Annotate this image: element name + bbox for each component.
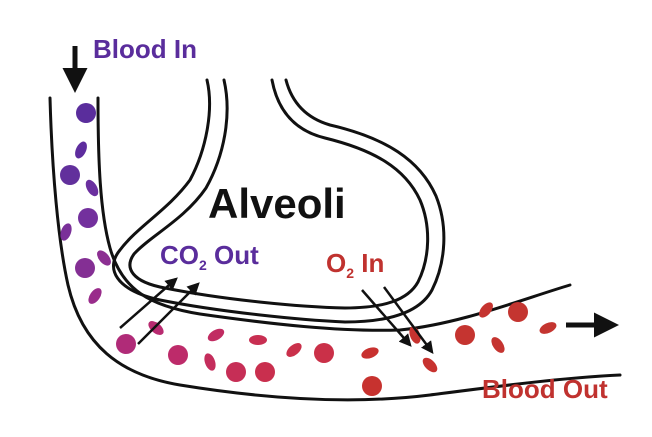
blood-cell <box>148 321 164 335</box>
blood-cell <box>116 334 136 354</box>
blood-cell <box>88 288 102 304</box>
label-o2-main: O <box>326 248 346 278</box>
blood-cell <box>479 302 493 318</box>
label-alveoli: Alveoli <box>208 180 346 227</box>
blood-cell <box>422 357 438 373</box>
capillary-walls <box>48 96 622 402</box>
labels: Blood In Alveoli CO2 Out O2 In Blood Out <box>93 34 608 404</box>
label-blood-in: Blood In <box>93 34 197 64</box>
label-o2-rest: In <box>354 248 384 278</box>
blood-cell <box>314 343 334 363</box>
blood-cell <box>168 345 188 365</box>
blood-cell <box>362 376 382 396</box>
label-co2-subscript: 2 <box>199 257 207 273</box>
label-o2-in: O2 In <box>326 248 384 281</box>
label-co2-main: CO <box>160 240 199 270</box>
blood-cell <box>539 322 557 334</box>
blood-cell <box>75 141 87 159</box>
blood-cell <box>76 103 96 123</box>
o2-arrow <box>361 289 412 347</box>
label-blood-out: Blood Out <box>482 374 608 404</box>
blood-cell <box>60 223 72 241</box>
blood-cell <box>207 328 225 342</box>
blood-cell <box>249 335 267 345</box>
blood-cell <box>361 347 379 359</box>
arrows <box>62 46 619 355</box>
blood-cell <box>97 250 111 266</box>
label-co2-out: CO2 Out <box>160 240 259 273</box>
alveolus-outline <box>112 78 446 324</box>
co2-arrow <box>137 282 200 345</box>
blood-cell <box>78 208 98 228</box>
o2-arrow <box>382 286 434 355</box>
label-co2-rest: Out <box>207 240 259 270</box>
blood-cell <box>455 325 475 345</box>
blood-cells <box>60 103 557 396</box>
blood-cell <box>60 165 80 185</box>
blood-cell <box>75 258 95 278</box>
co2-arrow <box>119 277 178 329</box>
blood-cell <box>491 337 505 353</box>
blood-cell <box>286 343 302 357</box>
label-o2-subscript: 2 <box>346 265 354 281</box>
blood-cell <box>508 302 528 322</box>
blood-cell <box>85 179 99 197</box>
blood-cell <box>255 362 275 382</box>
blood-cell <box>226 362 246 382</box>
blood-cell <box>204 353 216 371</box>
